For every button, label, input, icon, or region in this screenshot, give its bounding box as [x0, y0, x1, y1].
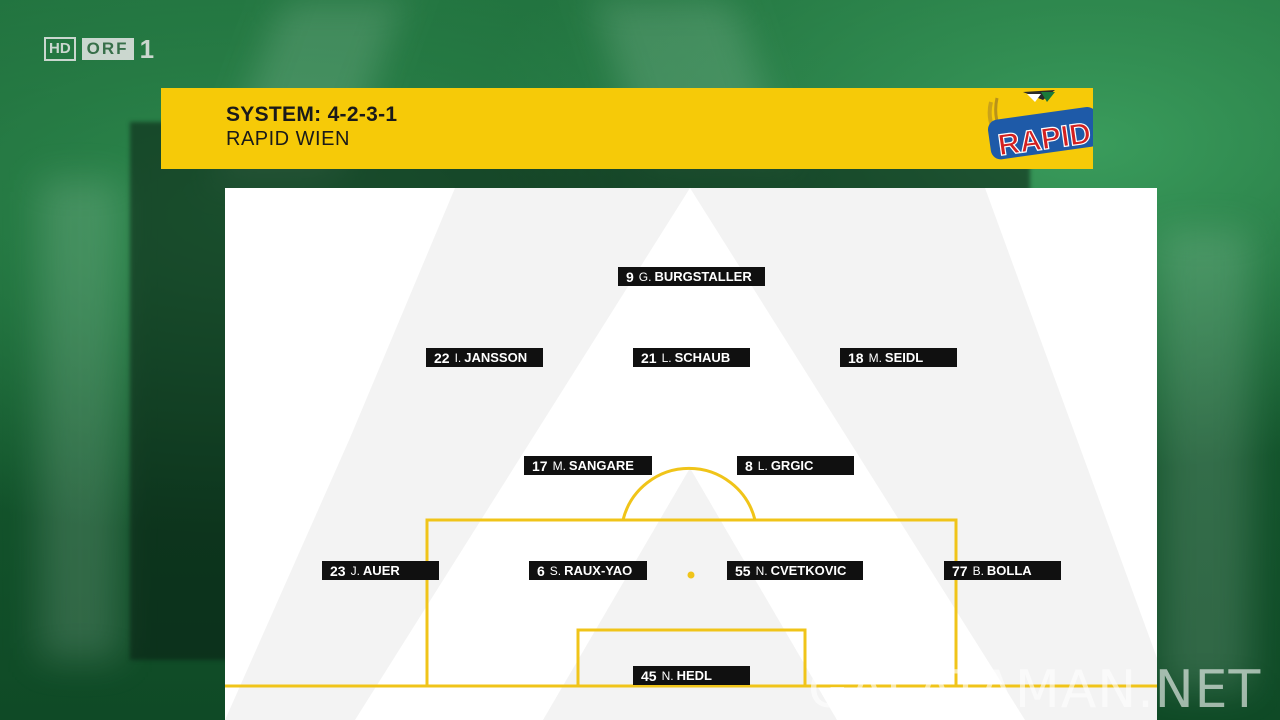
player-plate-cvetkovic: 55 N. CVETKOVIC: [727, 561, 863, 580]
player-initial: S.: [549, 563, 562, 578]
player-surname: SCHAUB: [674, 350, 731, 365]
background-light-streak: [1160, 230, 1250, 690]
player-number: 22: [434, 349, 450, 366]
pitch-markings: [225, 188, 1157, 720]
player-number: 77: [952, 562, 968, 579]
player-surname: SANGARE: [568, 458, 634, 473]
player-surname: GRGIC: [770, 458, 814, 473]
rapid-crest-icon: RAPID: [987, 90, 1093, 163]
player-plate-seidl: 18 M. SEIDL: [840, 348, 957, 367]
player-number: 21: [641, 349, 657, 366]
player-surname: AUER: [362, 563, 400, 578]
player-initial: J.: [350, 563, 360, 578]
player-initial: I.: [454, 350, 462, 365]
player-initial: N.: [661, 668, 674, 683]
player-surname: BURGSTALLER: [654, 269, 752, 284]
player-number: 9: [626, 268, 634, 285]
channel-number: 1: [139, 34, 155, 64]
player-number: 6: [537, 562, 545, 579]
player-initial: B.: [972, 563, 984, 578]
player-initial: L.: [757, 458, 768, 473]
player-initial: G.: [638, 269, 652, 284]
formation-banner: SYSTEM: 4-2-3-1 RAPID WIEN RAPID: [161, 88, 1093, 169]
player-plate-burgstaller: 9 G. BURGSTALLER: [618, 267, 765, 286]
formation-system: SYSTEM: 4-2-3-1: [226, 103, 398, 126]
player-surname: HEDL: [676, 668, 712, 683]
background-light-streak: [40, 180, 120, 660]
hd-badge: HD: [44, 37, 76, 61]
player-plate-raux-yao: 6 S. RAUX-YAO: [529, 561, 647, 580]
player-plate-jansson: 22 I. JANSSON: [426, 348, 543, 367]
player-surname: SEIDL: [884, 350, 924, 365]
team-name: RAPID WIEN: [226, 128, 350, 150]
player-surname: JANSSON: [464, 350, 528, 365]
player-plate-hedl: 45 N. HEDL: [633, 666, 750, 685]
player-surname: BOLLA: [986, 563, 1032, 578]
broadcaster-logo: HD ORF 1: [44, 36, 154, 62]
player-number: 17: [532, 457, 548, 474]
player-initial: M.: [552, 458, 566, 473]
player-plate-schaub: 21 L. SCHAUB: [633, 348, 750, 367]
pitch: [225, 188, 1157, 720]
player-surname: RAUX-YAO: [564, 563, 633, 578]
player-number: 18: [848, 349, 864, 366]
player-number: 55: [735, 562, 751, 579]
player-surname: CVETKOVIC: [770, 563, 847, 578]
player-number: 8: [745, 457, 753, 474]
orf-wordmark: ORF: [81, 38, 134, 60]
player-initial: N.: [755, 563, 768, 578]
player-plate-grgic: 8 L. GRGIC: [737, 456, 854, 475]
player-plate-sangare: 17 M. SANGARE: [524, 456, 652, 475]
player-number: 45: [641, 667, 657, 684]
player-plate-auer: 23 J. AUER: [322, 561, 439, 580]
player-initial: M.: [868, 350, 882, 365]
watermark: GALATAMAN.NET: [808, 660, 1262, 720]
player-initial: L.: [661, 350, 672, 365]
svg-text:RAPID: RAPID: [996, 117, 1093, 163]
player-number: 23: [330, 562, 346, 579]
player-plate-bolla: 77 B. BOLLA: [944, 561, 1061, 580]
